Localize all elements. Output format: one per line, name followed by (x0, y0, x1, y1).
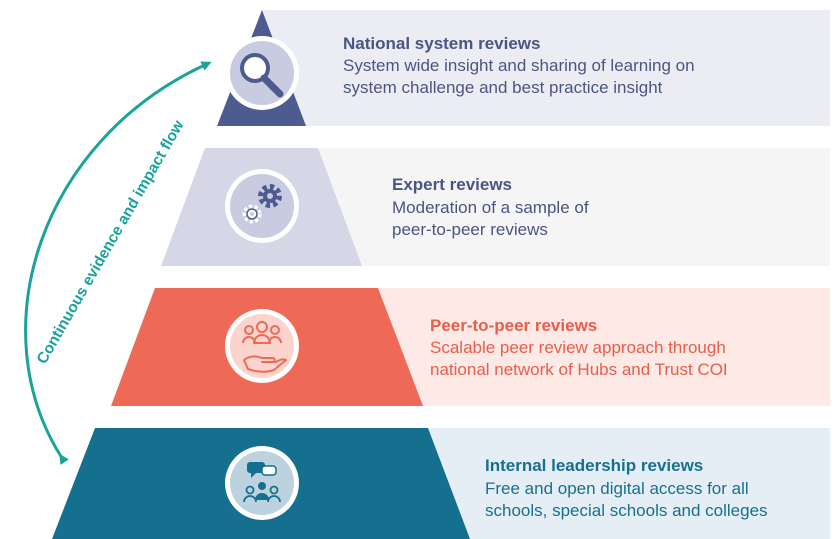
level-internal-title: Internal leadership reviews (485, 456, 703, 475)
level-peer-title: Peer-to-peer reviews (430, 316, 597, 335)
level-expert: Expert reviews Moderation of a sample of… (161, 148, 830, 266)
level-expert-desc-1: Moderation of a sample of (392, 198, 589, 217)
chat-people-icon (225, 446, 299, 520)
level-national-desc-2: system challenge and best practice insig… (343, 78, 663, 97)
level-peer-desc-2: national network of Hubs and Trust COI (430, 360, 728, 379)
level-national-desc-1: System wide insight and sharing of learn… (343, 56, 695, 75)
level-national-title: National system reviews (343, 34, 540, 53)
people-hand-icon (225, 309, 299, 383)
level-expert-desc-2: peer-to-peer reviews (392, 220, 548, 239)
level-national: National system reviews System wide insi… (217, 10, 830, 126)
level-internal: Internal leadership reviews Free and ope… (52, 428, 830, 539)
level-national-band (262, 10, 830, 126)
level-peer-desc-1: Scalable peer review approach through (430, 338, 726, 357)
gears-icon (225, 169, 299, 243)
level-peer: Peer-to-peer reviews Scalable peer revie… (111, 288, 830, 406)
level-internal-desc-1: Free and open digital access for all (485, 479, 749, 498)
level-expert-title: Expert reviews (392, 175, 512, 194)
magnifying-glass-icon (225, 36, 299, 110)
level-expert-band (262, 148, 830, 266)
level-internal-desc-2: schools, special schools and colleges (485, 501, 768, 520)
